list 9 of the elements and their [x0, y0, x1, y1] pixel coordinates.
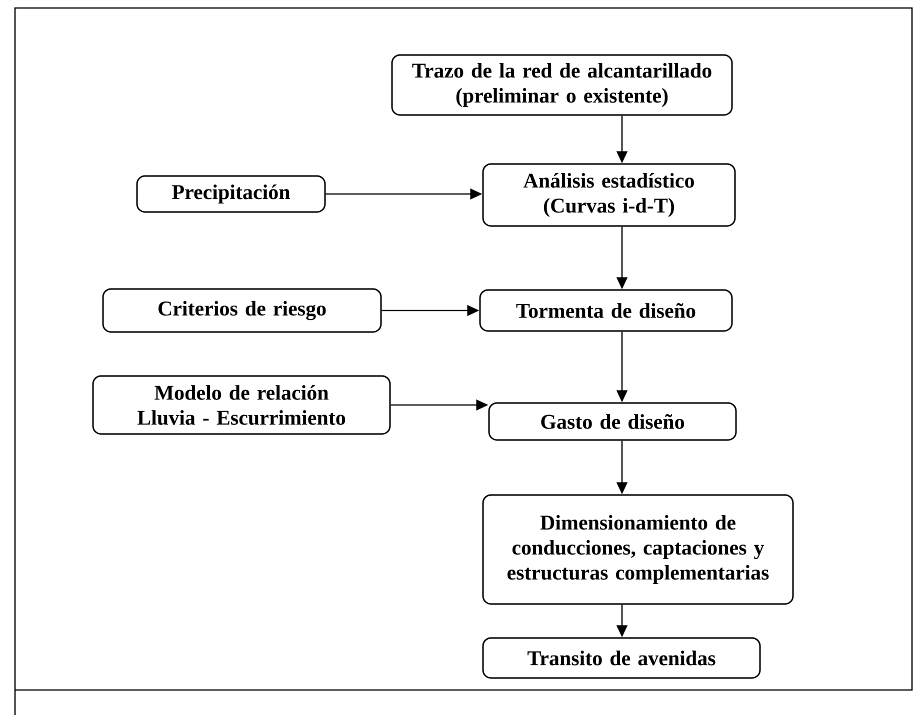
process-box: Criterios de riesgo	[102, 288, 382, 333]
process-box: Análisis estadístico (Curvas i-d-T)	[482, 163, 736, 227]
process-box: Modelo de relación Lluvia - Escurrimiento	[92, 375, 391, 435]
process-box: Dimensionamiento de conducciones, captaciones y estructuras complementarias	[482, 494, 794, 605]
process-box: Trazo de la red de alcantarillado (preliminar o existente)	[391, 54, 733, 116]
process-box: Precipitación	[136, 175, 326, 213]
process-box: Transito de avenidas	[482, 637, 761, 679]
process-box: Tormenta de diseño	[479, 289, 733, 332]
process-box: Gasto de diseño	[488, 402, 737, 441]
